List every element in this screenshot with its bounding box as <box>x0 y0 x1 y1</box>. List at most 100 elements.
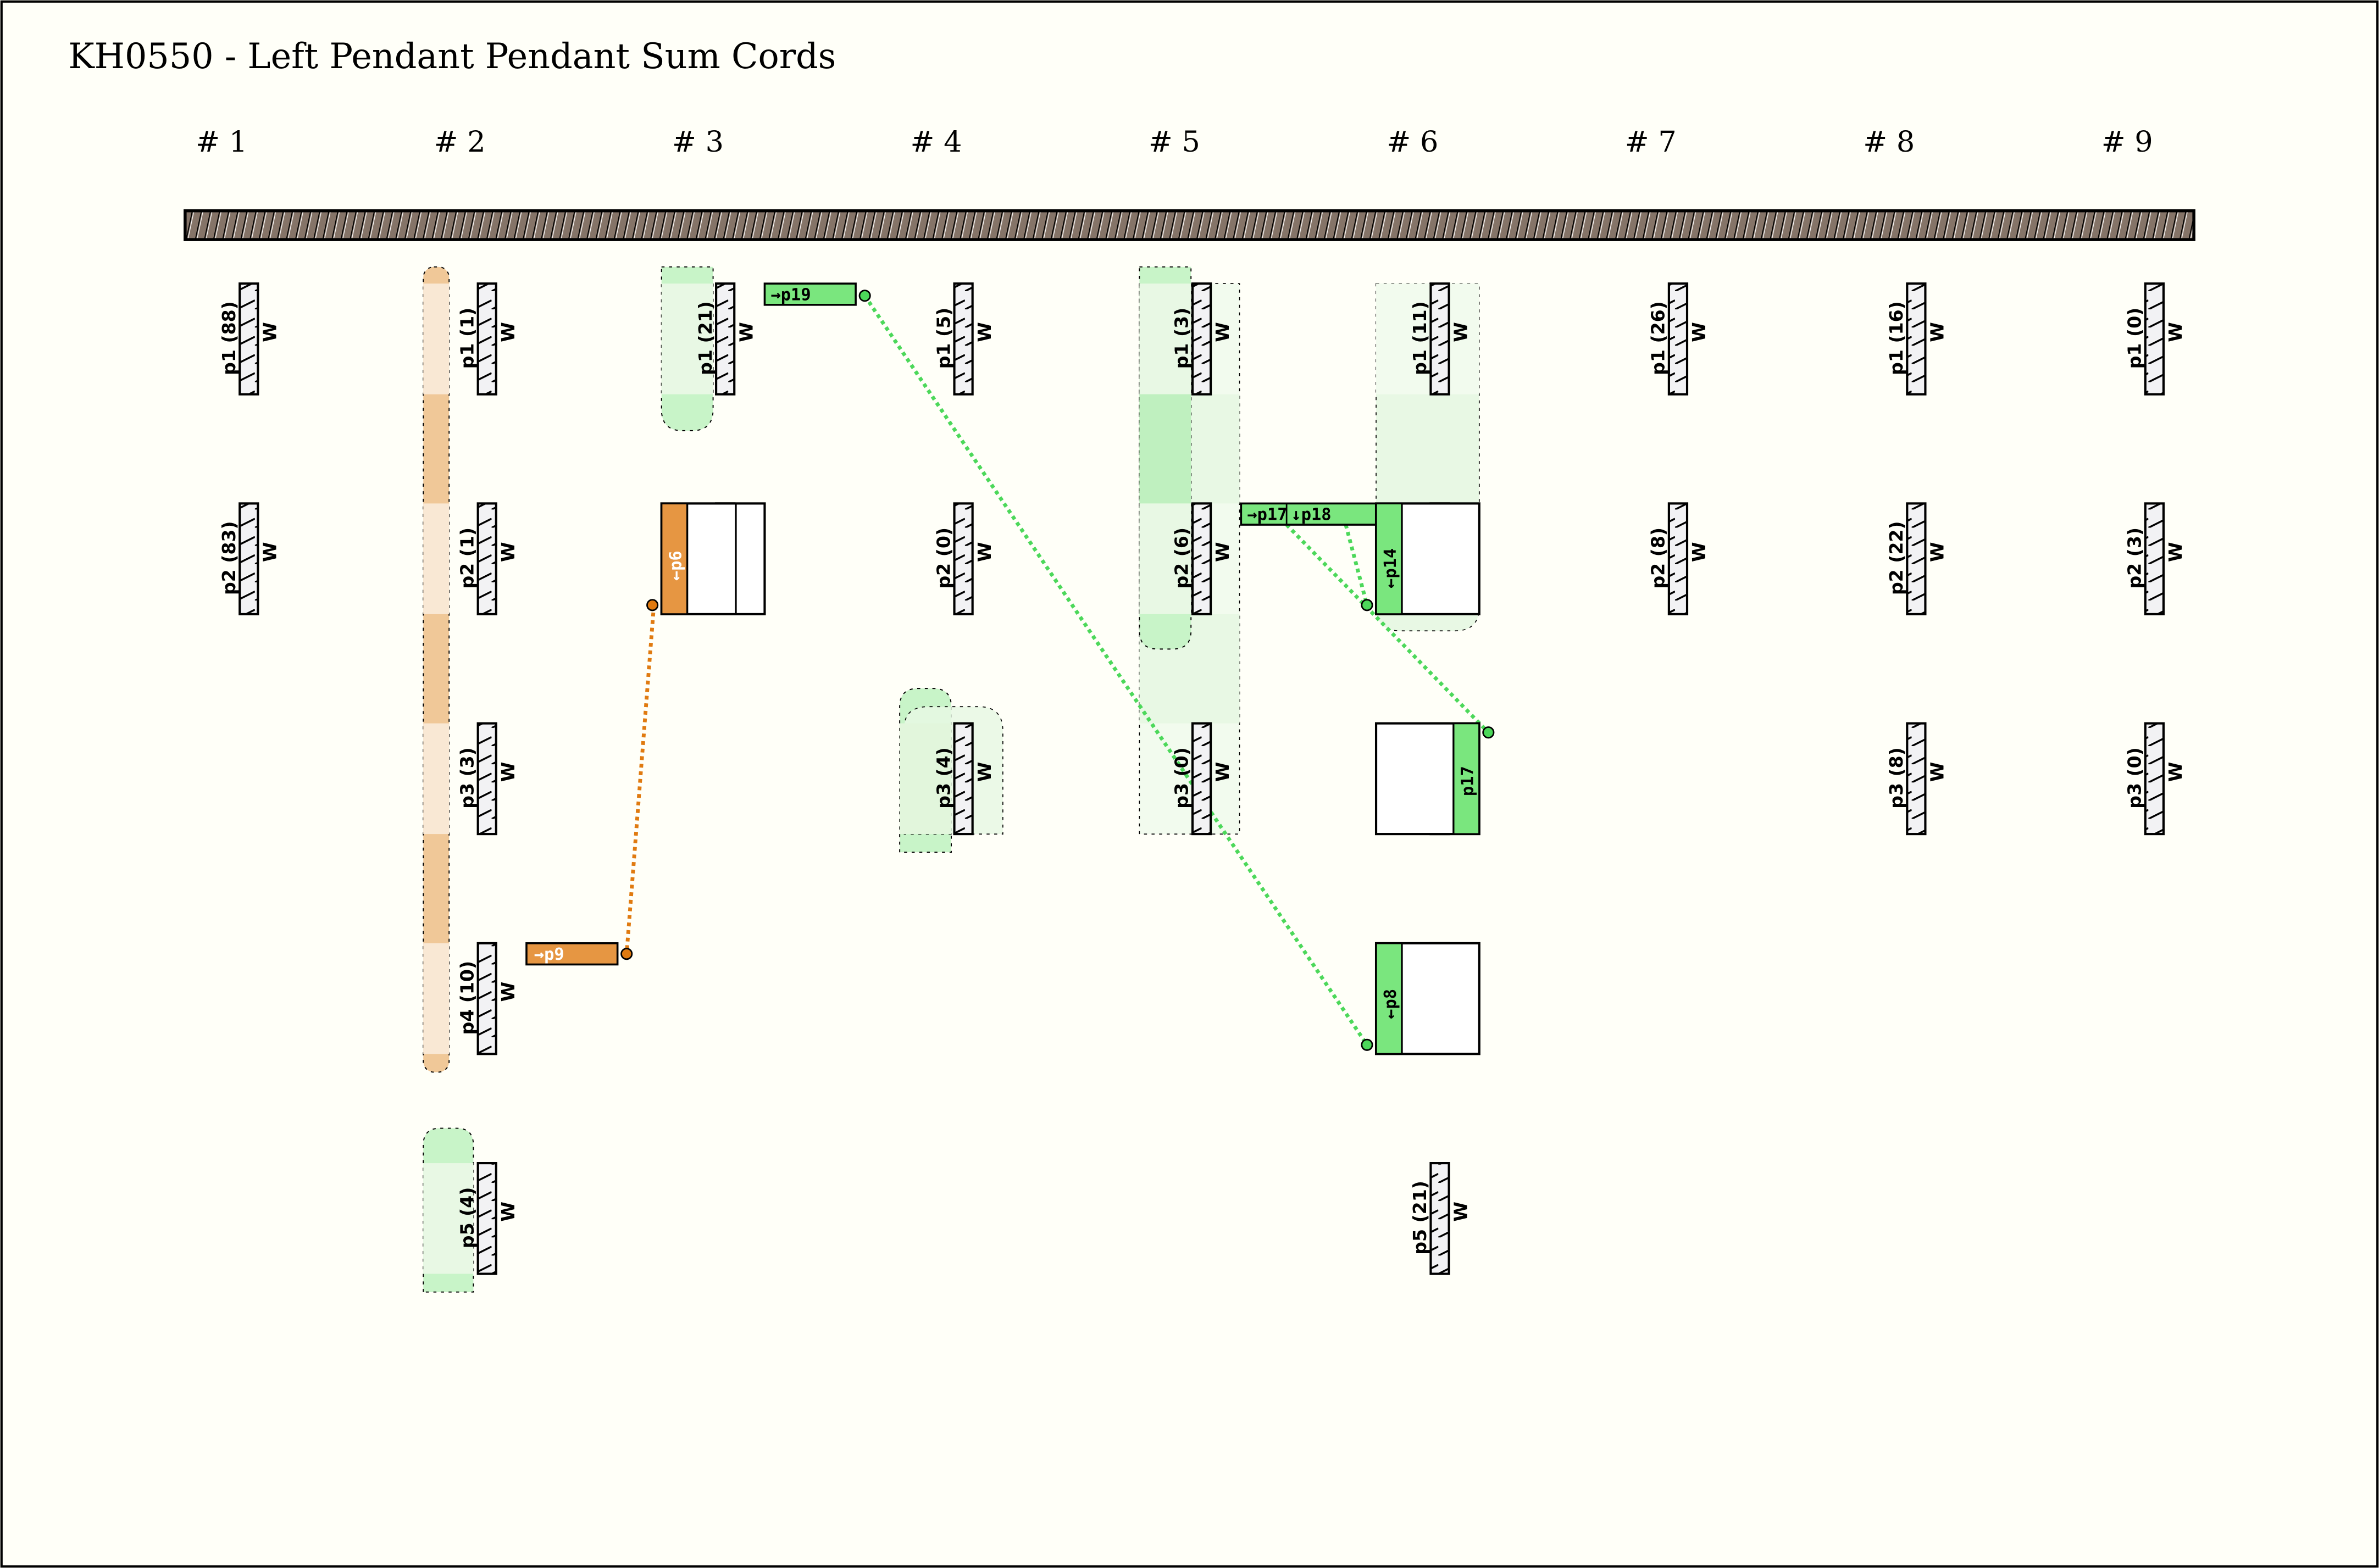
pendant-cord[interactable]: p3 (4)W <box>933 722 995 836</box>
tag-p14-in: ←p14 <box>1381 548 1400 588</box>
link-p17 <box>1285 523 1490 734</box>
column-header-4: # 4 <box>910 125 962 159</box>
pendant-cord[interactable]: p2 (83)W <box>218 502 281 615</box>
cord-color-code: W <box>1688 542 1710 562</box>
link-dot <box>1482 726 1495 739</box>
cord-label: p5 (21) <box>1409 1181 1430 1255</box>
cord-color-code: W <box>1927 542 1948 562</box>
col6-p3-sum-box[interactable]: p17 <box>1374 722 1495 836</box>
cord-color-code: W <box>735 322 757 342</box>
pendant-cord[interactable]: p3 (8) W <box>1886 722 1948 836</box>
cord-color-code: W <box>1688 322 1710 342</box>
pendant-cord[interactable]: p1 (3) W <box>1171 282 1234 396</box>
col3-p19-tag[interactable]: →p19 <box>763 282 871 306</box>
pendant-cord[interactable]: p1 (5)W <box>933 282 995 396</box>
cord-label: p2 (22) <box>1886 521 1907 595</box>
cord-color-code: W <box>497 322 519 342</box>
cord-label: p2 (8) <box>1648 527 1669 589</box>
cord-strand <box>239 502 259 615</box>
cord-color-code: W <box>1212 542 1233 562</box>
cord-color-code: W <box>1927 762 1948 782</box>
link-dot <box>1361 599 1373 611</box>
cord-strand <box>1906 722 1927 836</box>
group-bands <box>423 266 1480 1293</box>
pendant-cord[interactable]: p1 (88)W <box>218 282 281 396</box>
pendant-cord[interactable]: p1 (21) W <box>695 282 757 396</box>
cord-color-code: W <box>497 762 519 782</box>
pendant-cord[interactable]: p2 (1)W <box>456 502 519 615</box>
pendant-cord[interactable]: p1 (1) W <box>456 282 519 396</box>
pendant-cord[interactable]: p1 (0)W <box>2123 282 2186 396</box>
cord-strand <box>476 722 497 836</box>
cord-strand <box>1667 502 1689 615</box>
pendant-cord[interactable]: p1 (26)W <box>1648 282 1710 396</box>
cord-label: p2 (83) <box>218 521 240 595</box>
col6-p2-sum-box[interactable]: ←p14 <box>1361 502 1480 615</box>
cord-strand <box>1906 282 1927 396</box>
column-header-9: # 9 <box>2101 125 2153 159</box>
column-header-5: # 5 <box>1149 125 1200 159</box>
pendant-cord[interactable]: p1 (16)W <box>1886 282 1948 396</box>
cord-color-code: W <box>974 542 995 562</box>
link-dot <box>620 948 633 960</box>
cord-label: p3 (8) <box>1886 747 1907 809</box>
pendant-cord[interactable]: p5 (4)W <box>456 1162 519 1275</box>
cord-strand <box>1429 1162 1450 1275</box>
column-headers: # 1# 2# 3# 4# 5# 6# 7# 8# 9 <box>196 125 2153 159</box>
pendant-cord[interactable]: p1 (11)W <box>1409 282 1472 396</box>
link-dot <box>646 599 659 611</box>
col6-p17-p18-tags[interactable]: →p17 ↓p18 <box>1240 502 1377 526</box>
col6-p4-sum-box[interactable]: ←p8 <box>1361 942 1480 1055</box>
cord-strand <box>476 1162 497 1275</box>
col5-green-band <box>1139 266 1240 835</box>
column-header-8: # 8 <box>1863 125 1915 159</box>
pendant-cord[interactable]: p3 (0)W <box>2123 722 2186 836</box>
cord-label: p2 (6) <box>1171 527 1193 589</box>
pendant-cord[interactable]: p4 (10) W <box>456 942 519 1055</box>
cord-strand <box>1667 282 1689 396</box>
pendant-cord[interactable]: p2 (8) W <box>1648 502 1710 615</box>
col3-p2-sum-box[interactable]: ←p6 <box>646 502 766 615</box>
link-dot <box>1361 1038 1373 1051</box>
pendant-cord[interactable]: p3 (0)W <box>1171 722 1234 836</box>
pendant-cord[interactable]: p2 (3) W <box>2123 502 2186 615</box>
sum-links <box>624 294 1490 1046</box>
cord-color-code: W <box>1212 322 1233 342</box>
tag-p17: p17 <box>1459 766 1478 796</box>
column-header-3: # 3 <box>672 125 724 159</box>
cord-strand <box>476 502 497 615</box>
col2-orange-band <box>423 266 450 1073</box>
tag-p19-out: →p19 <box>770 286 811 305</box>
pendant-cord[interactable]: p2 (6) W <box>1171 502 1234 615</box>
cord-color-code: W <box>2165 762 2186 782</box>
pendant-cord[interactable]: p2 (0)W <box>933 502 995 615</box>
cord-color-code: W <box>2165 542 2186 562</box>
sum-tags: ←p6 →p9 →p19 →p17 ↓p18 ←p14 <box>525 282 1495 1055</box>
cord-color-code: W <box>1450 322 1472 342</box>
cord-color-code: W <box>497 982 519 1002</box>
cord-label: p1 (3) <box>1171 308 1193 369</box>
cord-strand <box>1191 722 1212 836</box>
cord-label: p4 (10) <box>456 961 478 1035</box>
pendant-cord[interactable]: p2 (22) W <box>1886 502 1948 615</box>
col2-p9-tag[interactable]: →p9 <box>525 942 633 966</box>
cord-label: p2 (3) <box>2123 527 2145 589</box>
column-header-1: # 1 <box>196 125 247 159</box>
cord-label: p3 (0) <box>1171 747 1193 809</box>
tag-p8-in: ←p8 <box>1381 989 1400 1019</box>
cord-label: p1 (1) <box>456 308 478 369</box>
cord-strand <box>1429 282 1450 396</box>
cord-strand <box>239 282 259 396</box>
cord-label: p1 (88) <box>218 301 240 375</box>
pendant-cord[interactable]: p5 (21)W <box>1409 1162 1472 1275</box>
cord-label: p1 (0) <box>2123 308 2145 369</box>
link-p18-p14 <box>1344 524 1369 606</box>
cord-strand <box>1191 502 1212 615</box>
cord-label: p1 (21) <box>695 301 716 375</box>
col3-p1-green-band <box>661 266 714 431</box>
cord-label: p3 (4) <box>933 747 954 809</box>
pendant-cord[interactable]: p3 (3)W <box>456 722 519 836</box>
cord-strand <box>715 282 736 396</box>
cord-label: p1 (16) <box>1886 301 1907 375</box>
